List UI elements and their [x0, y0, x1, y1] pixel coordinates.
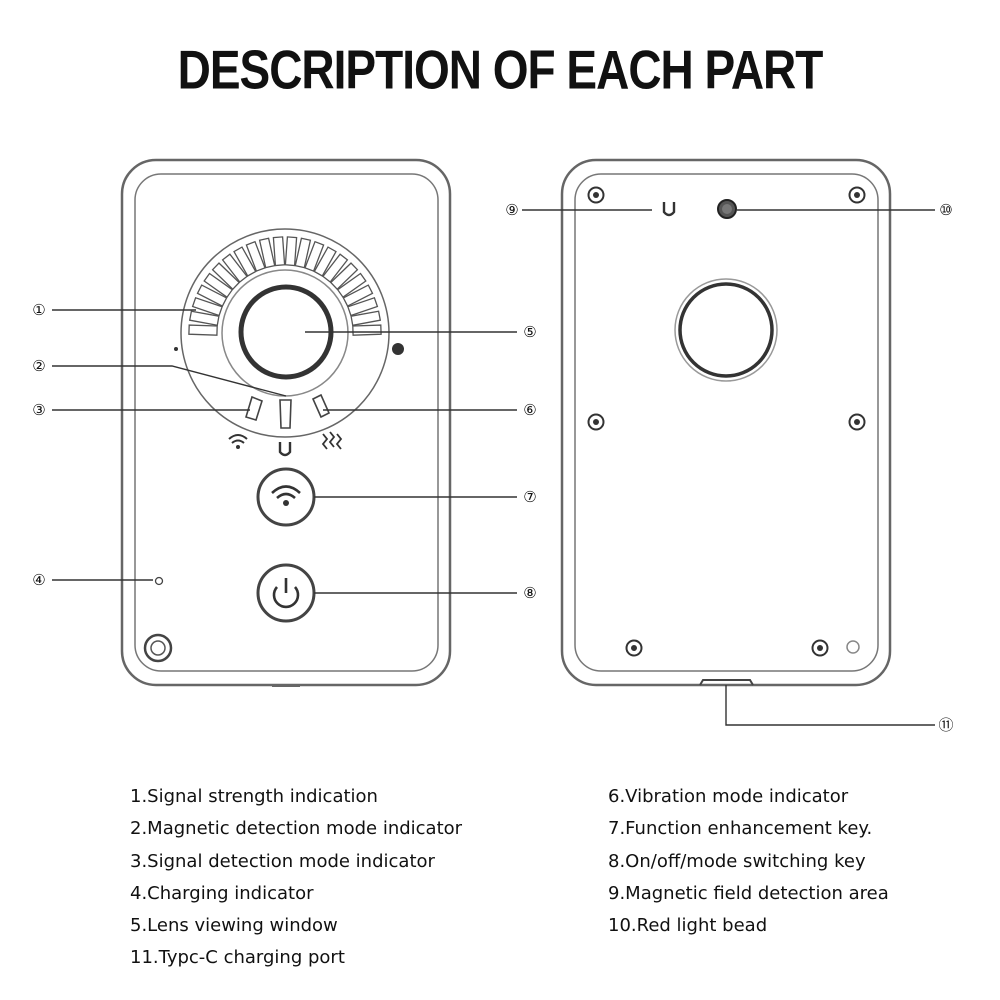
description-item: 2.Magnetic detection mode indicator	[130, 818, 463, 839]
signal-segment	[211, 262, 241, 291]
wifi-icon	[271, 485, 301, 506]
signal-segment	[221, 253, 248, 283]
signal-segment	[188, 310, 220, 327]
description-item: 10.Red light bead	[608, 915, 768, 936]
wifi-icon	[228, 434, 248, 449]
magnet-icon	[278, 442, 292, 457]
signal-segment	[284, 236, 298, 267]
signal-segment	[294, 237, 312, 269]
screw	[848, 413, 866, 431]
back-lens-window	[674, 278, 778, 382]
front-corner-button	[143, 633, 173, 663]
signal-segment	[322, 253, 349, 283]
signal-segment	[336, 272, 367, 299]
callout-10: ⑩	[939, 201, 952, 219]
charging-indicator	[154, 576, 164, 586]
vibration-mode-indicator	[311, 393, 331, 419]
back-body-outer	[560, 158, 892, 687]
signal-segment	[304, 240, 325, 272]
callout-4: ④	[32, 571, 45, 589]
signal-segment	[233, 246, 257, 277]
description-item: 3.Signal detection mode indicator	[130, 851, 435, 872]
screw	[587, 186, 605, 204]
callouts: ① ② ③ ④ ⑤ ⑥ ⑦ ⑧ ⑨ ⑩ ⑪	[32, 201, 953, 734]
description-item: 11.Typc-C charging port	[130, 947, 345, 968]
back-device	[560, 158, 892, 687]
screw	[848, 186, 866, 204]
back-body-inner	[574, 173, 879, 672]
signal-segment	[203, 272, 234, 299]
vibration-icon	[321, 431, 343, 450]
back-small-hole	[846, 640, 860, 654]
callout-3: ③	[32, 401, 45, 419]
page-title: DESCRIPTION OF EACH PART	[177, 39, 824, 101]
signal-segment	[188, 324, 218, 336]
screw	[587, 413, 605, 431]
callout-8: ⑧	[523, 584, 536, 602]
signal-strength-ring	[180, 228, 390, 438]
left-dot	[174, 347, 178, 351]
signal-segment	[196, 284, 228, 307]
leader-line-2	[52, 365, 287, 397]
leader-lines	[52, 209, 935, 726]
description-item: 5.Lens viewing window	[130, 915, 338, 936]
signal-mode-indicator	[245, 395, 263, 421]
front-body-inner	[134, 173, 439, 672]
red-light-bead	[717, 199, 737, 219]
right-dot	[392, 343, 404, 355]
callout-7: ⑦	[523, 488, 536, 506]
signal-segment	[342, 284, 374, 307]
signal-ring-outline	[180, 228, 390, 438]
screw	[811, 639, 829, 657]
signal-segment	[272, 236, 286, 267]
description-item: 1.Signal strength indication	[130, 786, 378, 807]
front-device	[120, 158, 452, 687]
description-item: 8.On/off/mode switching key	[608, 851, 866, 872]
signal-segment	[258, 237, 276, 269]
mode-indicators	[245, 393, 331, 429]
power-icon	[272, 578, 300, 609]
signal-segment	[347, 296, 379, 317]
description-item: 4.Charging indicator	[130, 883, 314, 904]
signal-segment	[191, 296, 223, 317]
typc-c-charging-port	[699, 679, 754, 686]
callout-5: ⑤	[523, 323, 536, 341]
power-key[interactable]	[256, 563, 316, 623]
signal-segment	[350, 310, 382, 327]
callout-9: ⑨	[505, 201, 518, 219]
magnetic-mode-indicator	[279, 399, 292, 429]
description-item: 9.Magnetic field detection area	[608, 883, 889, 904]
callout-11: ⑪	[938, 716, 953, 734]
signal-segment	[245, 240, 266, 272]
magnet-icon	[662, 202, 676, 217]
description-item: 6.Vibration mode indicator	[608, 786, 849, 807]
function-enhancement-key[interactable]	[256, 467, 316, 527]
description-item: 7.Function enhancement key.	[608, 818, 873, 839]
signal-segment	[329, 262, 359, 291]
signal-segment	[352, 324, 382, 336]
callout-6: ⑥	[523, 401, 536, 419]
leader-line-11	[725, 685, 935, 726]
callout-1: ①	[32, 301, 45, 319]
callout-2: ②	[32, 357, 45, 375]
signal-segment	[313, 246, 337, 277]
screw	[625, 639, 643, 657]
